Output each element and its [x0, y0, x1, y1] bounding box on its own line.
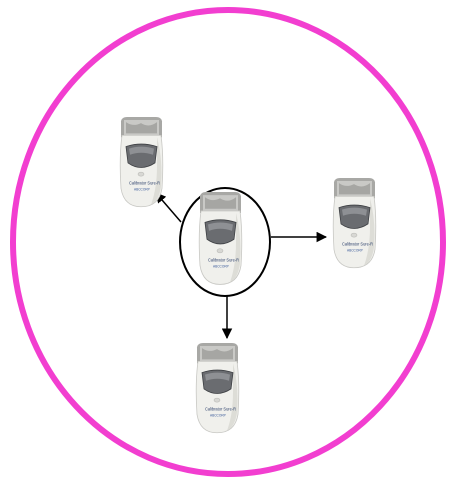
glucose-meter-icon: [199, 192, 242, 284]
glucose-meter-icon: [333, 178, 376, 268]
device-bottom: Calibrator Sure-R ABCCORP: [196, 343, 239, 433]
device-brand-label: Calibrator Sure-R: [129, 180, 160, 185]
glucose-meter-icon: [196, 343, 239, 433]
device-brand-label: Calibrator Sure-R: [205, 406, 236, 411]
arrow-to-top-left-device: [156, 193, 181, 222]
device-center: Calibrator Sure-R ABCCORP: [199, 192, 242, 284]
glucose-meter-icon: [120, 117, 163, 207]
device-maker-label: ABCCORP: [134, 187, 150, 191]
device-maker-label: ABCCORP: [347, 248, 363, 252]
device-brand-label: Calibrator Sure-R: [342, 241, 373, 246]
device-maker-label: ABCCORP: [213, 265, 229, 269]
device-top-left: Calibrator Sure-R ABCCORP: [120, 117, 163, 207]
device-maker-label: ABCCORP: [210, 413, 226, 417]
device-brand-label: Calibrator Sure-R: [208, 257, 239, 262]
device-right: Calibrator Sure-R ABCCORP: [333, 178, 376, 268]
